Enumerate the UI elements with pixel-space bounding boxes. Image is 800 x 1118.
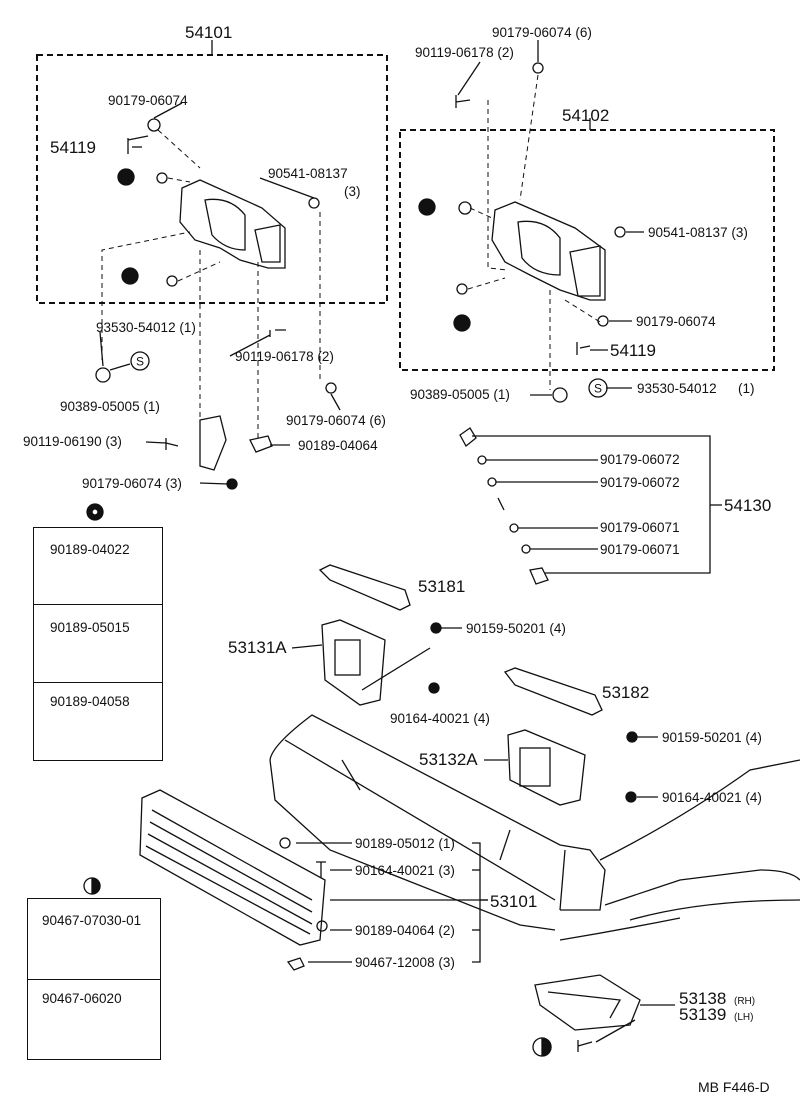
label-p15: 90119-06190 (3) <box>23 434 122 449</box>
label-p11: 90389-05005 (1) <box>60 399 160 414</box>
label-p26: 53182 <box>602 683 650 702</box>
label-54101: 54101 <box>185 23 233 42</box>
bracket-53181 <box>318 564 411 611</box>
cover-53138-53139 <box>534 974 641 1031</box>
car-front-outline <box>269 714 800 941</box>
label-p34: 53138 <box>679 989 727 1008</box>
label-p22: 53181 <box>418 577 466 596</box>
symbol-s-left-letter: S <box>136 355 144 369</box>
label-54102: 54102 <box>562 106 610 125</box>
label-p14: 93530-54012 <box>637 381 717 396</box>
label-p34-side: (RH) <box>734 996 756 1007</box>
label-p5: 90541-08137 <box>268 166 348 181</box>
label-p8: 90119-06178 (2) <box>235 349 334 364</box>
label-p28: 53132A <box>419 750 478 769</box>
label-p29: 90164-40021 (4) <box>662 790 762 805</box>
assembly-54102-box <box>399 129 775 371</box>
label-p25: 90164-40021 (4) <box>390 711 490 726</box>
symbol-s-right-letter: S <box>594 382 602 396</box>
label-p31: 90164-40021 (3) <box>355 863 455 878</box>
label-p3: 90179-06074 <box>108 93 188 108</box>
label-p1: 90179-06074 (6) <box>492 25 592 40</box>
fastener-reference-box: 90467-07030-01 90467-06020 <box>27 898 161 1060</box>
bracket-53131a <box>321 619 386 706</box>
label-p17: 90179-06074 (3) <box>82 476 182 491</box>
label-p19: 90179-06072 <box>600 475 680 490</box>
label-p32: 90189-04064 (2) <box>355 923 455 938</box>
label-p20: 90179-06071 <box>600 520 680 535</box>
label-p2: 90119-06178 (2) <box>415 45 514 60</box>
headlamp-bracket-left <box>179 179 286 269</box>
label-p14-qty: (1) <box>738 381 755 396</box>
label-p35: 53139 <box>679 1005 727 1024</box>
symbol-s-left <box>130 351 150 371</box>
label-p27: 90159-50201 (4) <box>662 730 762 745</box>
clip-box-item-1: 90189-04022 <box>50 542 130 557</box>
label-p18: 90179-06072 <box>600 452 680 467</box>
clip-box-item-3: 90189-04058 <box>50 694 130 709</box>
clip-reference-box: 90189-04022 90189-05015 90189-04058 <box>33 527 163 761</box>
fastener-box-item-2: 90467-06020 <box>42 991 122 1006</box>
label-p7: 93530-54012 (1) <box>96 320 196 335</box>
label-p21: 90179-06071 <box>600 542 680 557</box>
label-p12: 90179-06074 (6) <box>286 413 386 428</box>
label-p4: 54119 <box>50 138 97 157</box>
label-p6: 90541-08137 (3) <box>648 225 748 240</box>
diagram-code: MB F446-D <box>698 1079 770 1095</box>
label-p24: 53131A <box>228 638 287 657</box>
headlamp-bracket-right <box>491 201 606 301</box>
bracket-53182 <box>503 667 603 716</box>
label-p30: 90189-05012 (1) <box>355 836 455 851</box>
fastener-box-item-1: 90467-07030-01 <box>42 913 142 928</box>
label-54130: 54130 <box>724 496 772 515</box>
label-p9: 90179-06074 <box>636 314 716 329</box>
label-p35-side: (LH) <box>734 1012 754 1023</box>
label-p5-qty: (3) <box>344 184 361 199</box>
clip-box-item-2: 90189-05015 <box>50 620 130 635</box>
label-53101: 53101 <box>490 892 538 911</box>
label-p13: 90389-05005 (1) <box>410 387 510 402</box>
label-p23: 90159-50201 (4) <box>466 621 566 636</box>
label-p10: 54119 <box>610 341 657 360</box>
label-p33: 90467-12008 (3) <box>355 955 455 970</box>
label-p16: 90189-04064 <box>298 438 378 453</box>
grille-53101 <box>139 789 326 946</box>
